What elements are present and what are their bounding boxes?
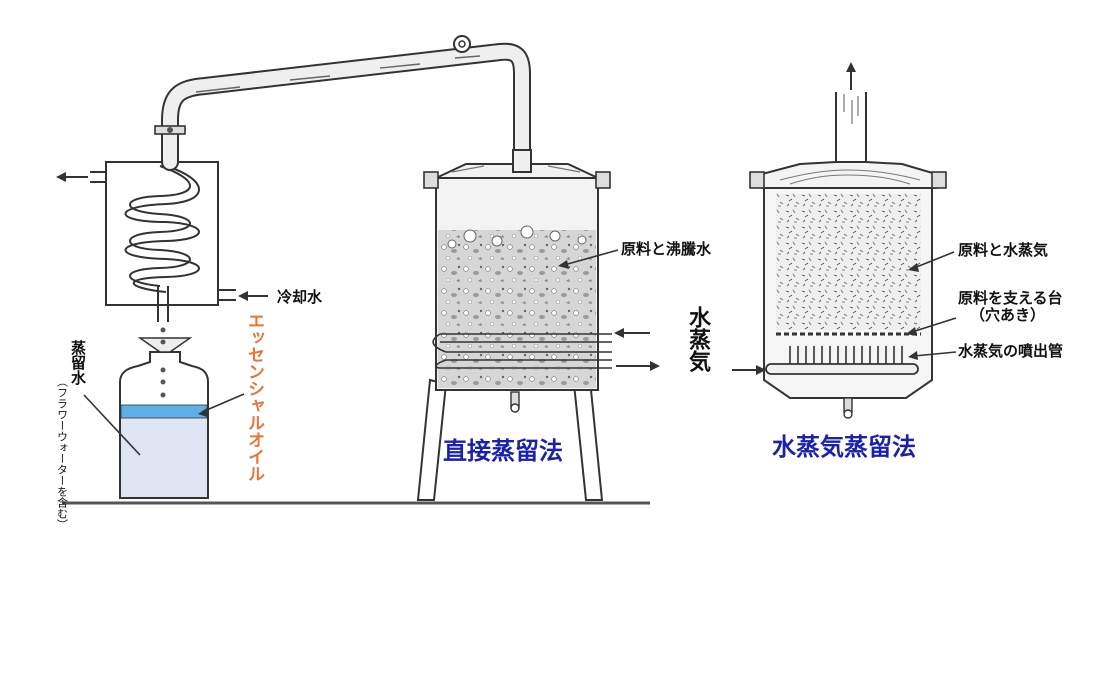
cooling-water-label: 冷却水 <box>277 288 323 306</box>
cooling-coil <box>124 165 200 293</box>
raw-steam-pointer <box>913 251 955 269</box>
raw-boiling-label: 原料と沸騰水 <box>621 240 712 258</box>
outflow-arrow <box>56 172 88 182</box>
essential-oil-pointer <box>201 393 245 413</box>
support-label-line1: 原料を支える台 <box>958 289 1063 307</box>
direct-still <box>416 149 612 501</box>
steam-distillation-title: 水蒸気蒸留法 <box>772 432 916 461</box>
support-label-line2: （穴あき） <box>970 306 1045 324</box>
cooling-water-arrow <box>238 291 268 301</box>
nozzle-pointer <box>913 351 957 357</box>
vapor-pipe <box>154 35 531 171</box>
steam-nozzles <box>789 346 903 364</box>
steam-feed-arrow <box>732 365 766 375</box>
nozzle-label: 水蒸気の噴出管 <box>958 342 1063 360</box>
steam-inlet-label: 水蒸気 <box>685 306 711 373</box>
essential-oil-label: エッセンシャルオイル <box>244 312 265 482</box>
receiving-bottle <box>119 327 209 499</box>
distilled-water-label: 蒸留水 <box>69 339 87 386</box>
distilled-water-pointer <box>83 394 141 456</box>
raw-material-boiling <box>438 230 596 388</box>
flower-water <box>121 418 207 497</box>
direct-distillation-title: 直接蒸留法 <box>443 436 563 465</box>
support-pointer <box>911 317 957 333</box>
steam-out-arrow <box>616 361 660 371</box>
steam-still <box>749 62 947 419</box>
condenser <box>90 161 236 322</box>
oil-layer <box>120 404 208 419</box>
raw-steam-label: 原料と水蒸気 <box>958 241 1048 259</box>
steam-in-arrow <box>614 328 650 338</box>
flower-water-note: （フラワーウォーターを含む） <box>56 376 69 530</box>
raw-material-steam <box>776 194 921 330</box>
raw-boiling-pointer <box>563 249 619 266</box>
